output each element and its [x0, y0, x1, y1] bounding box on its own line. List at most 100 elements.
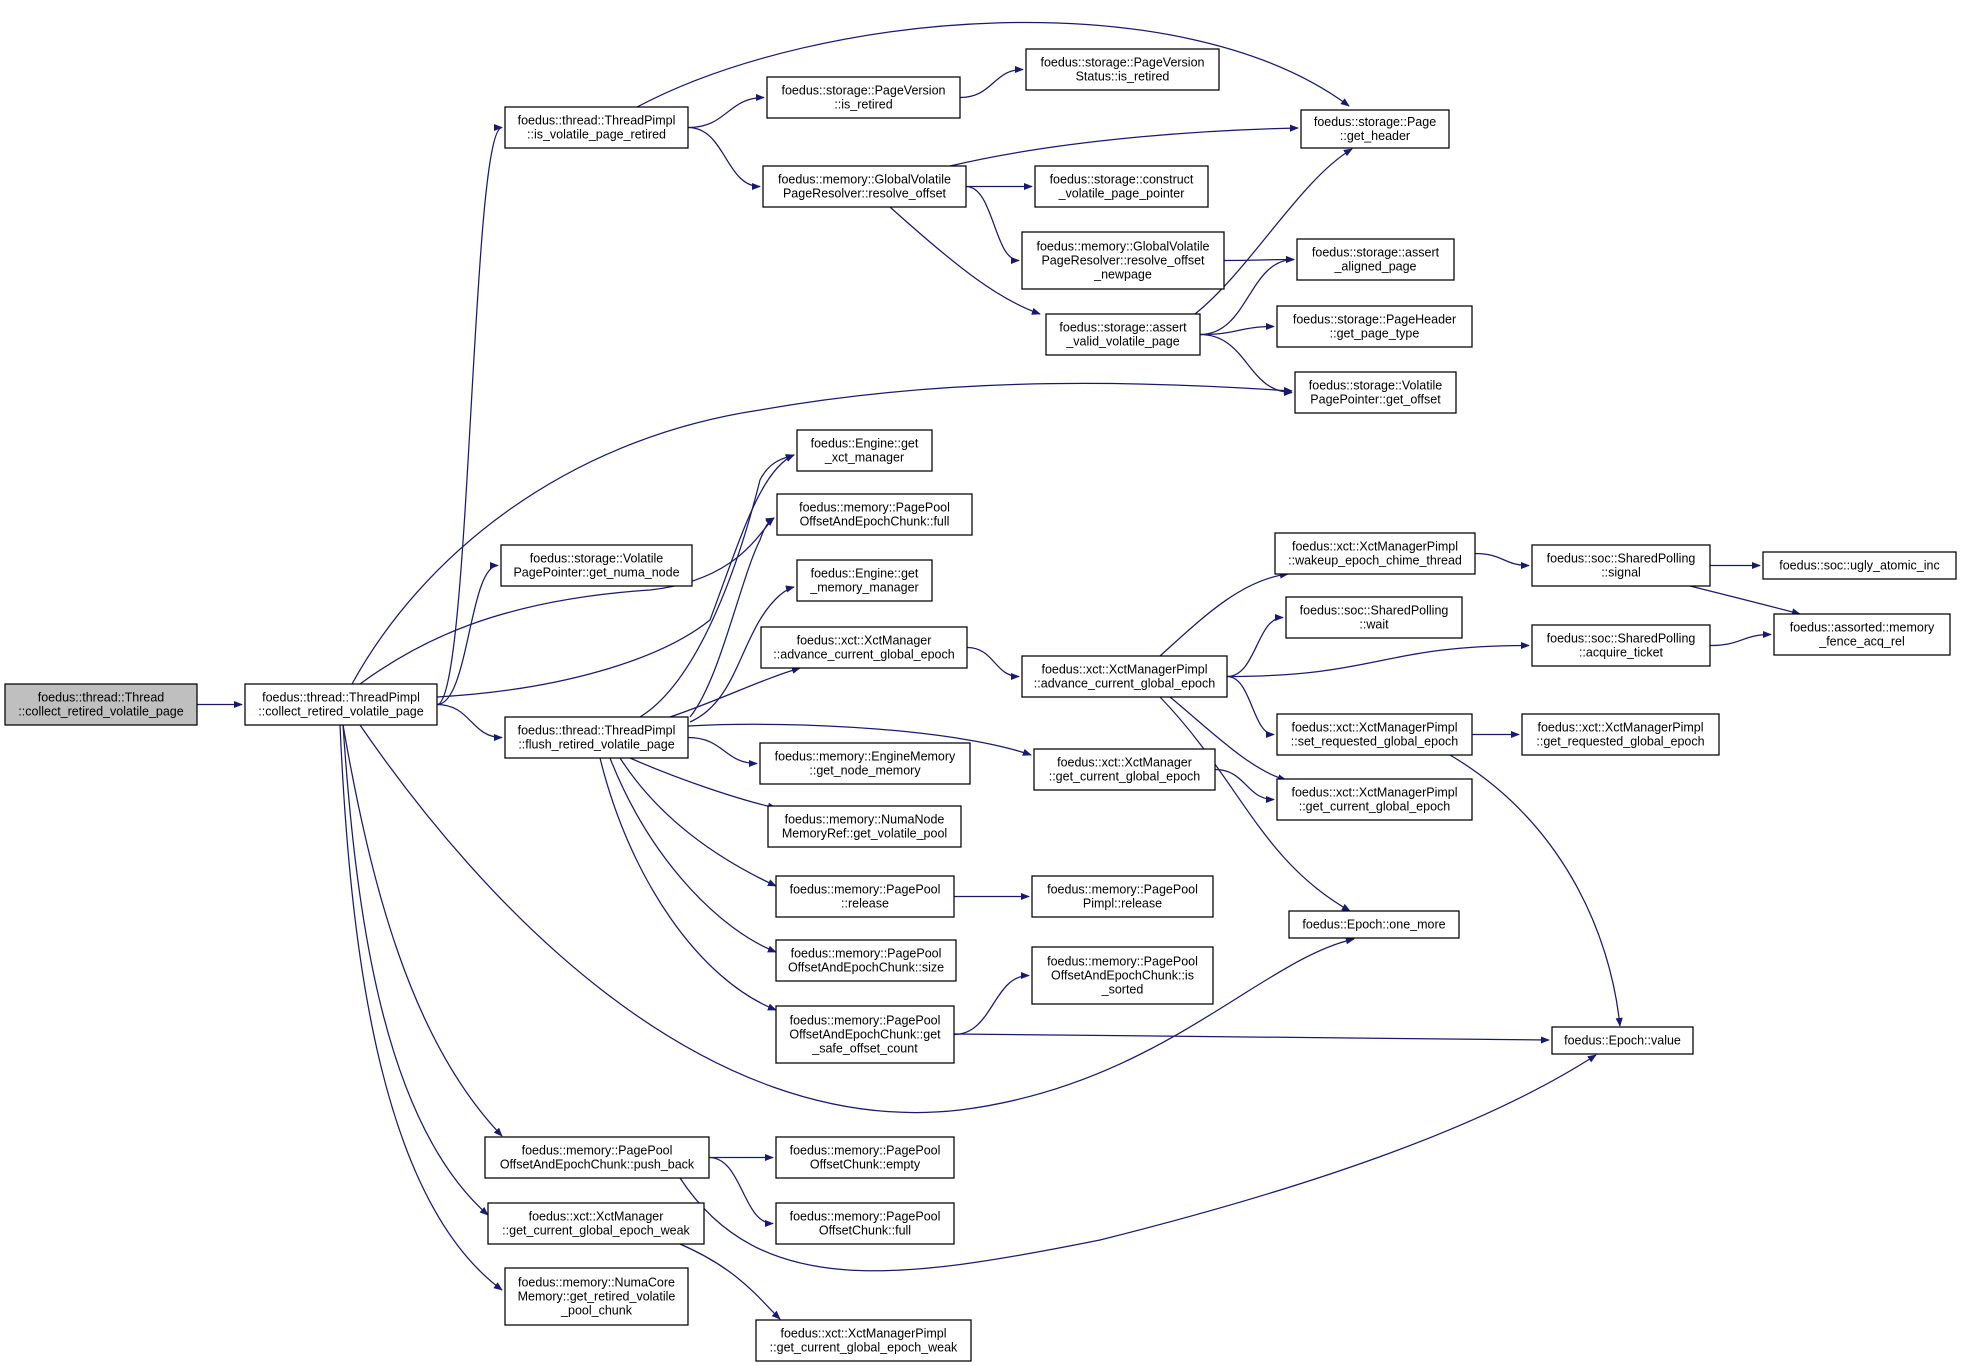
node-label: ::advance_current_global_epoch — [773, 648, 954, 662]
graph-node[interactable]: foedus::soc::ugly_atomic_inc — [1762, 551, 1957, 580]
node-label: foedus::soc::SharedPolling — [1300, 604, 1449, 618]
graph-node[interactable]: foedus::storage::PageHeader::get_page_ty… — [1276, 305, 1473, 348]
graph-node[interactable]: foedus::xct::XctManagerPimpl::get_curren… — [1276, 778, 1473, 821]
graph-node[interactable]: foedus::soc::SharedPolling::acquire_tick… — [1531, 624, 1711, 667]
node-box — [1274, 532, 1476, 575]
edge-n1-n43 — [339, 724, 503, 1291]
graph-node[interactable]: foedus::memory::PagePoolOffsetChunk::ful… — [775, 1202, 955, 1245]
graph-node[interactable]: foedus::storage::PageVersion::is_retired — [766, 76, 961, 119]
edge-n27-n30 — [1214, 768, 1275, 804]
graph-node[interactable]: foedus::memory::PagePoolOffsetAndEpochCh… — [775, 939, 957, 982]
node-label: foedus::xct::XctManagerPimpl — [1041, 663, 1207, 677]
edge-n23-n24 — [1709, 630, 1772, 647]
node-label: foedus::assorted::memory — [1790, 621, 1935, 635]
node-label: PageResolver::resolve_offset — [783, 187, 947, 201]
edge-n25-n14 — [689, 517, 775, 718]
graph-node[interactable]: foedus::memory::PagePoolOffsetChunk::emp… — [775, 1136, 955, 1179]
graph-node[interactable]: foedus::memory::GlobalVolatilePageResolv… — [762, 165, 967, 208]
edge-n25-n31 — [629, 757, 777, 810]
node-box — [484, 1136, 710, 1179]
graph-node[interactable]: foedus::Engine::get_xct_manager — [796, 429, 933, 472]
graph-node[interactable]: foedus::memory::PagePool::release — [775, 875, 955, 918]
graph-node[interactable]: foedus::thread::ThreadPimpl::collect_ret… — [244, 683, 438, 726]
graph-node[interactable]: foedus::memory::NumaNodeMemoryRef::get_v… — [767, 805, 962, 848]
graph-node[interactable]: foedus::xct::XctManager::get_current_glo… — [487, 1202, 705, 1245]
node-box — [1045, 313, 1201, 356]
root-node[interactable]: foedus::thread::Thread::collect_retired_… — [4, 683, 198, 726]
node-label: foedus::Engine::get — [811, 567, 919, 581]
node-label: foedus::soc::ugly_atomic_inc — [1779, 559, 1940, 573]
node-label: ::collect_retired_volatile_page — [18, 705, 183, 719]
graph-node[interactable]: foedus::storage::assert_valid_volatile_p… — [1045, 313, 1201, 356]
node-label: foedus::memory::GlobalVolatile — [778, 173, 951, 187]
graph-node[interactable]: foedus::xct::XctManagerPimpl::get_reques… — [1521, 713, 1720, 756]
graph-node[interactable]: foedus::xct::XctManager::advance_current… — [760, 626, 968, 669]
graph-node[interactable]: foedus::soc::SharedPolling::wait — [1285, 596, 1463, 639]
graph-node[interactable]: foedus::memory::EngineMemory::get_node_m… — [759, 742, 971, 785]
node-box — [775, 1202, 955, 1245]
graph-node[interactable]: foedus::memory::GlobalVolatilePageResolv… — [1021, 231, 1225, 290]
graph-node[interactable]: foedus::thread::ThreadPimpl::is_volatile… — [504, 106, 689, 149]
graph-node[interactable]: foedus::xct::XctManagerPimpl::advance_cu… — [1021, 655, 1228, 698]
node-box — [1276, 305, 1473, 348]
node-box — [755, 1319, 972, 1362]
graph-node[interactable]: foedus::memory::NumaCoreMemory::get_reti… — [504, 1267, 689, 1326]
node-label: OffsetChunk::full — [819, 1224, 911, 1238]
graph-node[interactable]: foedus::storage::Page::get_header — [1300, 109, 1450, 149]
graph-node[interactable]: foedus::memory::PagePoolOffsetAndEpochCh… — [1031, 946, 1214, 1005]
node-label: ::signal — [1601, 566, 1641, 580]
edge-n10-n11 — [1199, 322, 1275, 336]
node-box — [766, 76, 961, 119]
graph-node[interactable]: foedus::Epoch::value — [1551, 1026, 1694, 1055]
node-label: PagePointer::get_numa_node — [513, 566, 679, 580]
node-label: ::get_current_global_epoch — [1299, 800, 1451, 814]
graph-node[interactable]: foedus::thread::ThreadPimpl::flush_retir… — [504, 716, 689, 759]
node-label: foedus::memory::PagePool — [790, 883, 941, 897]
edge-n25-n13 — [639, 454, 795, 718]
node-label: foedus::xct::XctManager — [1057, 756, 1192, 770]
graph-node[interactable]: foedus::storage::PageVersionStatus::is_r… — [1025, 48, 1220, 91]
graph-node[interactable]: foedus::storage::VolatilePagePointer::ge… — [500, 544, 693, 587]
node-label: OffsetAndEpochChunk::push_back — [500, 1158, 695, 1172]
graph-node[interactable]: foedus::assorted::memory_fence_acq_rel — [1773, 613, 1951, 656]
node-label: PageResolver::resolve_offset — [1041, 254, 1205, 268]
graph-node[interactable]: foedus::memory::PagePoolOffsetAndEpochCh… — [776, 493, 973, 536]
node-box — [1276, 713, 1473, 756]
graph-node[interactable]: foedus::Epoch::one_more — [1288, 910, 1460, 939]
node-label: OffsetChunk::empty — [810, 1158, 921, 1172]
node-box — [1531, 544, 1711, 587]
edge-n39-n42 — [708, 1156, 774, 1228]
node-label: ::is_retired — [834, 98, 892, 112]
graph-node[interactable]: foedus::Engine::get_memory_manager — [796, 559, 933, 602]
graph-node[interactable]: foedus::storage::assert_aligned_page — [1296, 238, 1455, 281]
edge-n39-n38 — [679, 1054, 1597, 1272]
node-label: foedus::thread::Thread — [38, 691, 165, 705]
node-label: foedus::xct::XctManager — [797, 634, 932, 648]
edge-n25-n35 — [609, 757, 777, 953]
node-label: OffsetAndEpochChunk::is — [1051, 969, 1194, 983]
node-label: _memory_manager — [809, 581, 918, 595]
graph-node[interactable]: foedus::memory::PagePoolOffsetAndEpochCh… — [484, 1136, 710, 1179]
graph-node[interactable]: foedus::memory::PagePoolOffsetAndEpochCh… — [775, 1005, 955, 1064]
node-label: foedus::memory::GlobalVolatile — [1036, 240, 1209, 254]
node-box — [244, 683, 438, 726]
edge-n18-n19 — [1159, 571, 1289, 657]
node-label: _volatile_page_pointer — [1058, 187, 1185, 201]
graph-node[interactable]: foedus::xct::XctManager::get_current_glo… — [1033, 748, 1216, 791]
graph-node[interactable]: foedus::storage::construct_volatile_page… — [1034, 165, 1209, 208]
graph-node[interactable]: foedus::xct::XctManagerPimpl::set_reques… — [1276, 713, 1473, 756]
node-label: _pool_chunk — [560, 1304, 633, 1318]
node-label: ::get_current_global_epoch_weak — [770, 1341, 958, 1355]
graph-node[interactable]: foedus::storage::VolatilePagePointer::ge… — [1294, 371, 1457, 414]
node-label: foedus::memory::PagePool — [1047, 955, 1198, 969]
node-label: foedus::soc::SharedPolling — [1547, 632, 1696, 646]
edge-n41-n44 — [679, 1243, 781, 1320]
graph-node[interactable]: foedus::xct::XctManagerPimpl::wakeup_epo… — [1274, 532, 1476, 575]
node-label: foedus::storage::PageHeader — [1293, 313, 1456, 327]
graph-node[interactable]: foedus::xct::XctManagerPimpl::get_curren… — [755, 1319, 972, 1362]
edge-n6-n8 — [965, 185, 1020, 265]
node-label: foedus::memory::PagePool — [1047, 883, 1198, 897]
graph-node[interactable]: foedus::soc::SharedPolling::signal — [1531, 544, 1711, 587]
